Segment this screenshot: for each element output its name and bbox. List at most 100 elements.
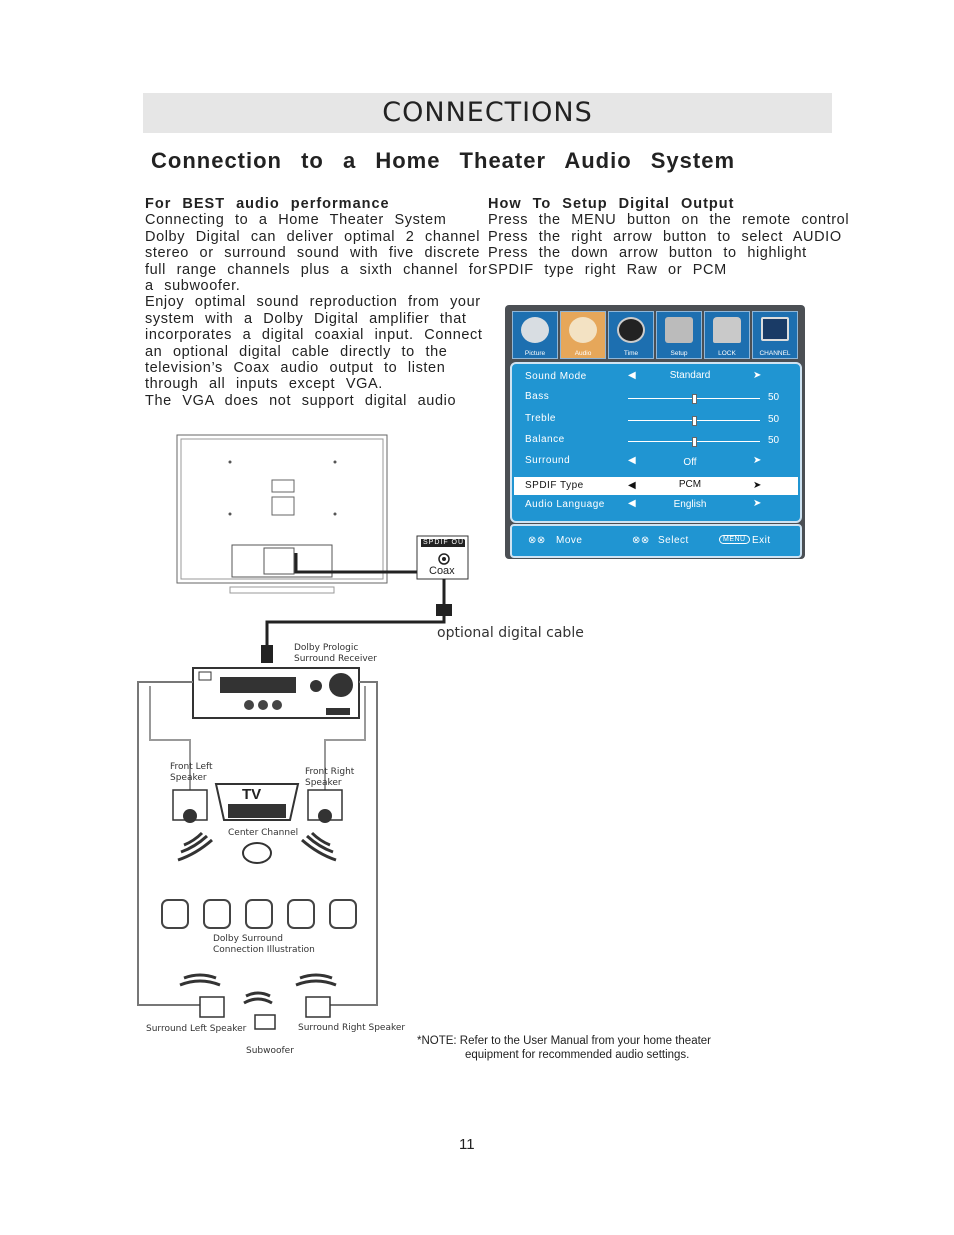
left-line: stereo or surround sound with five discr…	[145, 245, 481, 262]
left-right-icon: ⊗⊗	[632, 535, 650, 546]
menu-footer: ⊗⊗ Move ⊗⊗ Select MENU Exit	[510, 524, 802, 558]
surround-right-label: Surround Right Speaker	[298, 1023, 406, 1033]
right-line: Press the MENU button on the remote cont…	[488, 212, 850, 229]
tab-label: Picture	[524, 350, 546, 357]
tab-audio[interactable]: Audio	[560, 311, 606, 359]
row-highlight	[514, 477, 798, 495]
right-column-title: How To Setup Digital Output	[488, 196, 735, 212]
center-channel-label: Center Channel	[228, 828, 299, 838]
up-down-icon: ⊗⊗	[528, 535, 546, 546]
balance-slider[interactable]	[628, 437, 760, 447]
footer-move: Move	[556, 535, 583, 546]
left-line: an optional digital cable directly to th…	[145, 343, 448, 360]
balance-value: 50	[768, 435, 780, 446]
surround-receiver	[192, 667, 360, 719]
right-arrow-icon[interactable]: ➤	[753, 498, 762, 509]
left-line: Dolby Digital can deliver optimal 2 chan…	[145, 228, 481, 245]
left-column-title: For BEST audio performance	[145, 196, 390, 212]
surround-illustration-label: Connection Illustration	[213, 945, 315, 955]
row-balance-label[interactable]: Balance	[525, 434, 565, 445]
surround-illustration-label: Dolby Surround	[213, 934, 283, 944]
tab-label: LOCK	[718, 350, 736, 357]
left-line: television’s Coax audio output to listen	[145, 360, 446, 377]
left-line: incorporates a digital coaxial input. Co…	[145, 327, 483, 344]
row-bass-label[interactable]: Bass	[525, 391, 550, 402]
tab-label: Setup	[670, 350, 688, 357]
left-arrow-icon[interactable]: ◀	[628, 480, 636, 491]
left-arrow-icon[interactable]: ◀	[628, 370, 636, 381]
menu-key-icon: MENU	[719, 535, 750, 544]
left-line: Connecting to a Home Theater System	[145, 212, 447, 229]
front-right-label: Speaker	[305, 778, 342, 788]
tab-channel[interactable]: CHANNEL	[752, 311, 798, 359]
left-column: For BEST audio performance Connecting to…	[145, 196, 500, 409]
front-right-label: Front Right	[305, 767, 355, 777]
section-banner: CONNECTIONS	[143, 93, 832, 133]
audio-language-value: English	[673, 499, 707, 510]
tv-rear-panel	[176, 434, 388, 594]
surround-left-label: Surround Left Speaker	[146, 1024, 247, 1034]
left-line: Enjoy optimal sound reproduction from yo…	[145, 294, 481, 311]
spdif-type-value: PCM	[678, 479, 702, 490]
right-line: SPDIF type right Raw or PCM	[488, 261, 727, 278]
tab-label: Time	[623, 350, 639, 357]
left-line: system with a Dolby Digital amplifier th…	[145, 310, 467, 327]
left-line: full range channels plus a sixth channel…	[145, 261, 488, 278]
coax-label: Coax	[429, 565, 455, 577]
tab-setup[interactable]: Setup	[656, 311, 702, 359]
tab-label: Audio	[574, 350, 592, 357]
tv-label: TV	[242, 786, 262, 803]
left-line: through all inputs except VGA.	[145, 376, 383, 393]
right-column: How To Setup Digital Output Press the ME…	[488, 196, 908, 278]
right-arrow-icon[interactable]: ➤	[753, 370, 762, 381]
left-line: The VGA does not support digital audio	[145, 392, 457, 409]
slider-knob[interactable]	[692, 416, 697, 426]
treble-slider[interactable]	[628, 416, 760, 426]
left-line: a subwoofer.	[145, 278, 241, 295]
note-line: equipment for recommended audio settings…	[465, 1049, 690, 1061]
slider-knob[interactable]	[692, 394, 697, 404]
row-surround-label[interactable]: Surround	[525, 455, 571, 466]
tab-time[interactable]: Time	[608, 311, 654, 359]
page-number: 11	[459, 1136, 475, 1153]
right-line: Press the right arrow button to select A…	[488, 228, 842, 245]
right-arrow-icon[interactable]: ➤	[753, 480, 762, 491]
left-arrow-icon[interactable]: ◀	[628, 498, 636, 509]
section-title: CONNECTIONS	[382, 97, 593, 128]
front-left-label: Speaker	[170, 773, 207, 783]
footer-select: Select	[658, 535, 689, 546]
row-treble-label[interactable]: Treble	[525, 413, 556, 424]
row-spdif-type-label[interactable]: SPDIF Type	[525, 480, 584, 491]
cable-label: optional digital cable	[437, 625, 584, 641]
spdif-label: SPDIF OUT	[423, 539, 465, 546]
bass-value: 50	[768, 392, 780, 403]
surround-value: Off	[683, 457, 697, 468]
lock-icon	[713, 317, 741, 343]
camera-icon	[521, 317, 549, 343]
tools-icon	[665, 317, 693, 343]
row-sound-mode-label[interactable]: Sound Mode	[525, 371, 587, 382]
left-arrow-icon[interactable]: ◀	[628, 455, 636, 466]
tab-picture[interactable]: Picture	[512, 311, 558, 359]
bass-slider[interactable]	[628, 394, 760, 404]
monitor-icon	[761, 317, 789, 341]
receiver-label: Surround Receiver	[294, 654, 377, 664]
treble-value: 50	[768, 414, 780, 425]
slider-knob[interactable]	[692, 437, 697, 447]
page-heading: Connection to a Home Theater Audio Syste…	[151, 148, 736, 173]
audio-icon	[569, 317, 597, 343]
tab-lock[interactable]: LOCK	[704, 311, 750, 359]
right-arrow-icon[interactable]: ➤	[753, 455, 762, 466]
clock-icon	[617, 317, 645, 343]
right-line: Press the down arrow button to highlight	[488, 245, 807, 262]
sound-mode-value: Standard	[669, 370, 711, 381]
row-audio-language-label[interactable]: Audio Language	[525, 499, 605, 510]
subwoofer-label: Subwoofer	[246, 1046, 294, 1056]
front-left-label: Front Left	[170, 762, 213, 772]
receiver-label: Dolby Prologic	[294, 643, 359, 653]
note-line: *NOTE: Refer to the User Manual from you…	[417, 1035, 712, 1047]
audio-settings-panel: Sound Mode ◀ Standard ➤ Bass 50 Treble 5…	[510, 362, 802, 523]
tab-label: CHANNEL	[759, 350, 791, 357]
footer-exit: Exit	[752, 535, 771, 546]
